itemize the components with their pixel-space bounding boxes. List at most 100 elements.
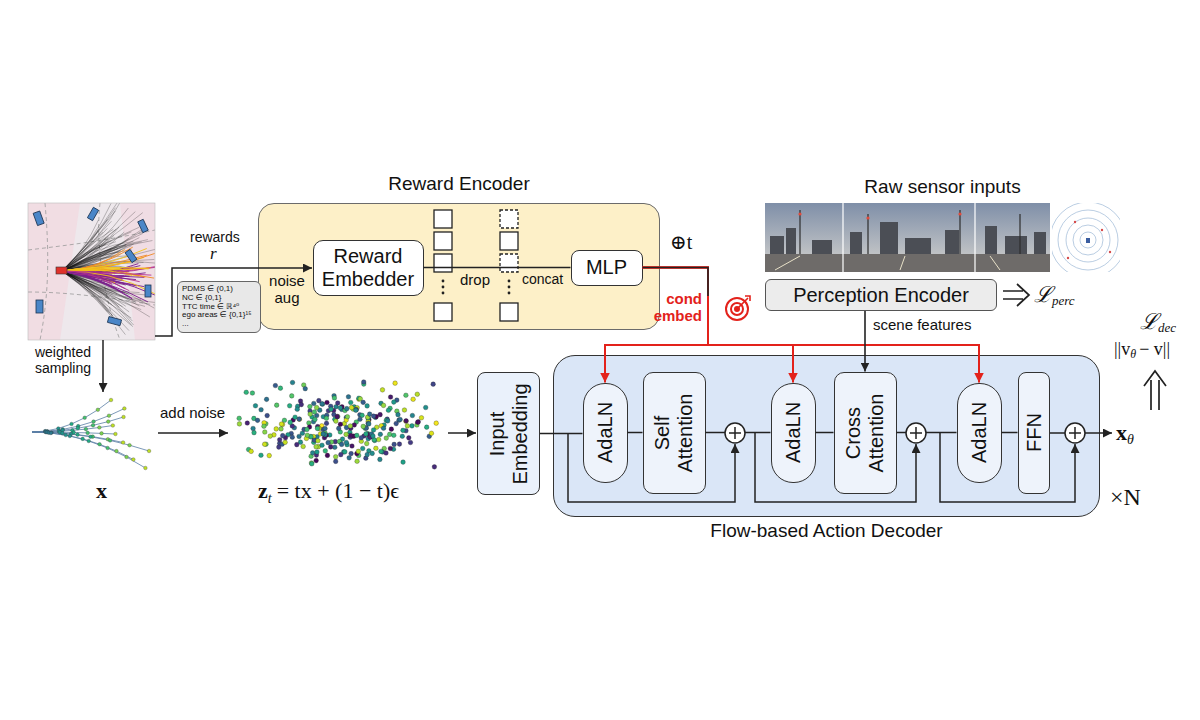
trajectory-fan — [62, 259, 154, 271]
noisy-samples — [350, 444, 355, 449]
noisy-samples — [259, 407, 264, 412]
noisy-samples — [290, 435, 295, 440]
noisy-samples — [298, 399, 303, 404]
lidar-image — [1052, 203, 1120, 272]
flow-arrow — [755, 433, 916, 502]
trajectory-samples — [50, 431, 54, 435]
noisy-samples — [278, 386, 283, 391]
noisy-samples — [319, 424, 324, 429]
noisy-samples — [301, 383, 306, 388]
noisy-samples — [391, 447, 396, 452]
planning-illustration — [99, 203, 120, 340]
connector-layer — [424, 268, 1018, 434]
noisy-samples — [320, 401, 325, 406]
trajectory-fan — [62, 266, 140, 274]
attention-box: Self Attention — [643, 372, 706, 494]
trajectory-fan — [62, 271, 136, 280]
noisy-samples — [323, 449, 328, 454]
noisy-samples — [280, 433, 285, 438]
trajectory-samples — [32, 417, 124, 432]
noisy-samples — [265, 413, 270, 418]
trajectory-samples — [114, 432, 118, 436]
noisy-samples — [429, 431, 434, 436]
trajectory-fan — [62, 271, 124, 281]
noisy-samples — [427, 434, 432, 439]
noisy-samples — [362, 434, 367, 439]
camera-images — [812, 240, 832, 256]
noisy-samples — [395, 409, 400, 414]
noisy-samples — [300, 431, 305, 436]
trajectory-fan — [62, 267, 132, 275]
trajectory-fan — [62, 267, 155, 272]
math-expression: − v|| — [1139, 339, 1170, 360]
math-subscript: θ — [1130, 348, 1136, 362]
camera-images — [974, 203, 975, 272]
flow-arrow — [102, 340, 104, 392]
trajectory-fan — [62, 271, 109, 298]
target-icon — [726, 296, 750, 320]
trajectory-fan — [62, 271, 144, 287]
condition-arrow — [605, 268, 708, 383]
trajectory-fan — [62, 271, 114, 288]
trajectory-samples — [69, 432, 73, 436]
noisy-samples — [410, 424, 415, 429]
trajectory-fan — [62, 261, 155, 271]
trajectory-fan — [62, 208, 115, 271]
sum-symbol — [1065, 423, 1085, 443]
target-icon — [737, 296, 750, 309]
vehicle-box — [107, 317, 121, 326]
noisy-samples — [352, 434, 357, 439]
noisy-samples — [325, 400, 330, 405]
trajectory-fan — [62, 271, 113, 316]
loss-symbol: ℒ — [1140, 309, 1158, 334]
camera-images — [866, 216, 869, 219]
noisy-samples — [304, 436, 309, 441]
noisy-samples — [252, 430, 257, 435]
trajectory-samples — [115, 449, 119, 453]
trajectory-samples — [32, 426, 113, 433]
planning-illustration — [120, 203, 155, 340]
math-symbol: r — [210, 244, 217, 264]
math-subscript: θ — [1127, 432, 1134, 448]
trajectory-fan — [62, 271, 107, 294]
noisy-samples — [335, 414, 340, 419]
vehicle-box — [33, 211, 44, 226]
camera-images — [842, 203, 843, 272]
noisy-samples — [290, 380, 295, 385]
lidar-image — [1074, 221, 1076, 223]
step-label: weighted sampling — [26, 344, 100, 376]
trajectory-fan — [62, 250, 111, 271]
vehicle-box — [36, 300, 43, 313]
norm-pill: AdaLN — [771, 383, 816, 483]
trajectory-samples — [91, 424, 95, 428]
trajectory-fan — [62, 232, 124, 271]
trajectory-fan — [62, 271, 155, 294]
lidar-image — [1052, 203, 1120, 272]
target-icon — [726, 298, 748, 320]
noisy-samples — [318, 432, 323, 437]
noisy-samples — [384, 451, 389, 456]
noisy-samples — [280, 422, 285, 427]
noisy-samples — [380, 450, 385, 455]
trajectory-samples — [58, 430, 62, 434]
noisy-samples — [355, 433, 360, 438]
panel-title: Flow-based Action Decoder — [554, 520, 1099, 542]
noisy-samples — [324, 421, 329, 426]
noisy-samples — [310, 451, 315, 456]
embedding-box: Input Embedding — [477, 372, 540, 495]
noisy-samples — [315, 450, 320, 455]
trajectory-samples — [111, 424, 115, 428]
section-heading: Raw sensor inputs — [790, 176, 1095, 198]
noisy-samples — [332, 445, 337, 450]
trajectory-fan — [62, 271, 140, 293]
noisy-samples — [277, 445, 282, 450]
noisy-samples — [349, 405, 354, 410]
noisy-samples — [431, 382, 436, 387]
noisy-samples — [381, 426, 386, 431]
noisy-samples — [365, 432, 370, 437]
token-squares — [500, 210, 518, 228]
noisy-samples — [335, 414, 340, 419]
lidar-image — [1109, 251, 1111, 253]
trajectory-samples — [61, 431, 65, 435]
lidar-image — [1052, 203, 1120, 272]
